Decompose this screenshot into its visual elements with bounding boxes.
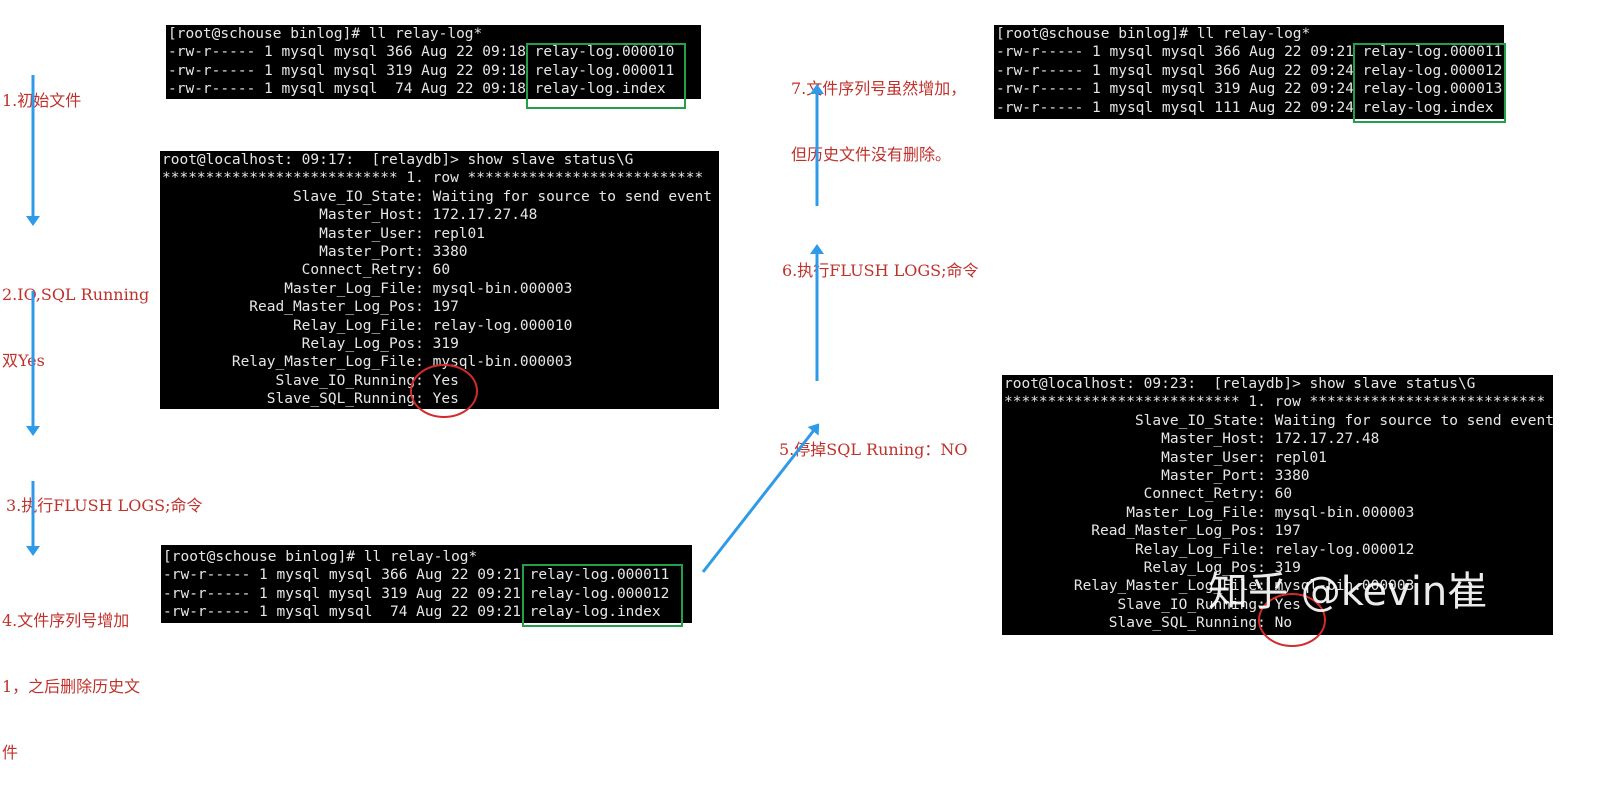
terminal-line: [root@schouse binlog]# ll relay-log* — [168, 26, 483, 42]
terminal-line: -rw-r----- 1 mysql mysql 74 Aug 22 09:21… — [163, 604, 661, 621]
terminal-line: Relay_Master_Log_File: mysql-bin.000003 — [1004, 578, 1415, 595]
sql-running-no-highlight-ring — [1258, 593, 1326, 647]
terminal-line: [root@schouse binlog]# ll relay-log* — [996, 26, 1311, 42]
terminal-line: Master_Port: 3380 — [162, 243, 468, 260]
step7-line-1: 7.文件序列号虽然增加， — [791, 79, 967, 98]
terminal-line: -rw-r----- 1 mysql mysql 366 Aug 22 09:1… — [168, 44, 675, 61]
files-highlight-box — [526, 43, 686, 109]
step4-line-1: 4.文件序列号增加 — [2, 611, 130, 630]
step4-line-3: 件 — [2, 743, 19, 762]
terminal-line: Relay_Log_Pos: 319 — [1004, 559, 1301, 576]
terminal-line: Relay_Log_Pos: 319 — [162, 335, 459, 352]
step7-label: 7.文件序列号虽然增加， 但历史文件没有删除。 — [791, 34, 966, 188]
terminal-line: Read_Master_Log_Pos: 197 — [162, 299, 459, 316]
terminal-files-after-flush-1: [root@schouse binlog]# ll relay-log* -rw… — [161, 545, 692, 623]
terminal-line: -rw-r----- 1 mysql mysql 111 Aug 22 09:2… — [996, 99, 1494, 116]
arrow-up-right-icon — [701, 423, 820, 573]
files-highlight-box — [1353, 43, 1506, 123]
flow-arrows — [26, 75, 824, 573]
terminal-line: Master_User: repl01 — [162, 225, 486, 242]
files-highlight-box — [522, 564, 683, 627]
step7-line-2: 但历史文件没有删除。 — [791, 145, 952, 164]
terminal-line: Relay_Log_File: relay-log.000012 — [1004, 541, 1415, 558]
step5-label: 5.停掉SQL Runing：NO — [779, 395, 968, 483]
terminal-line: Master_Port: 3380 — [1004, 467, 1310, 484]
terminal-line: *************************** 1. row *****… — [1004, 394, 1546, 411]
terminal-line: Master_User: repl01 — [1004, 449, 1328, 466]
step1-line: 1.初始文件 — [2, 91, 82, 110]
terminal-line: -rw-r----- 1 mysql mysql 74 Aug 22 09:18… — [168, 81, 666, 98]
terminal-line: Connect_Retry: 60 — [1004, 486, 1293, 503]
step2-line-1: 2.IO,SQL Running — [2, 285, 150, 304]
terminal-line: root@localhost: 09:23: [relaydb]> show s… — [1004, 376, 1476, 392]
terminal-line: -rw-r----- 1 mysql mysql 366 Aug 22 09:2… — [996, 44, 1503, 61]
terminal-line: Connect_Retry: 60 — [162, 262, 451, 279]
terminal-line: Master_Log_File: mysql-bin.000003 — [162, 280, 573, 297]
terminal-line: -rw-r----- 1 mysql mysql 366 Aug 22 09:2… — [996, 62, 1503, 79]
terminal-files-after-flush-2: [root@schouse binlog]# ll relay-log* -rw… — [994, 25, 1504, 119]
step5-line: 5.停掉SQL Runing：NO — [779, 440, 968, 459]
terminal-line: -rw-r----- 1 mysql mysql 319 Aug 22 09:2… — [996, 81, 1503, 98]
terminal-line: Master_Host: 172.17.27.48 — [162, 207, 538, 224]
terminal-slave-status-1: root@localhost: 09:17: [relaydb]> show s… — [160, 151, 719, 409]
terminal-slave-status-2: root@localhost: 09:23: [relaydb]> show s… — [1002, 375, 1553, 635]
step2-label: 2.IO,SQL Running 双Yes — [2, 240, 149, 394]
terminal-line: Slave_IO_State: Waiting for source to se… — [162, 188, 712, 205]
terminal-line: [root@schouse binlog]# ll relay-log* — [163, 549, 478, 565]
terminal-line: Master_Host: 172.17.27.48 — [1004, 431, 1380, 448]
terminal-line: Master_Log_File: mysql-bin.000003 — [1004, 504, 1415, 521]
step1-label: 1.初始文件 — [2, 46, 81, 134]
watermark: 知乎 @kevin崔 — [1208, 569, 1488, 615]
terminal-line: -rw-r----- 1 mysql mysql 319 Aug 22 09:1… — [168, 62, 675, 79]
terminal-line: -rw-r----- 1 mysql mysql 366 Aug 22 09:2… — [163, 567, 670, 584]
step6-label: 6.执行FLUSH LOGS;命令 — [782, 216, 978, 304]
terminal-line: Read_Master_Log_Pos: 197 — [1004, 523, 1301, 540]
terminal-line: *************************** 1. row *****… — [162, 170, 704, 187]
terminal-line: Relay_Log_File: relay-log.000010 — [162, 317, 573, 334]
terminal-line: -rw-r----- 1 mysql mysql 319 Aug 22 09:2… — [163, 585, 670, 602]
step6-line: 6.执行FLUSH LOGS;命令 — [782, 261, 979, 280]
running-yes-highlight-ring — [410, 364, 478, 418]
terminal-line: root@localhost: 09:17: [relaydb]> show s… — [162, 152, 634, 168]
terminal-initial-files: [root@schouse binlog]# ll relay-log* -rw… — [166, 25, 701, 99]
terminal-line: Slave_IO_State: Waiting for source to se… — [1004, 412, 1553, 429]
terminal-line: Relay_Master_Log_File: mysql-bin.000003 — [162, 354, 573, 371]
